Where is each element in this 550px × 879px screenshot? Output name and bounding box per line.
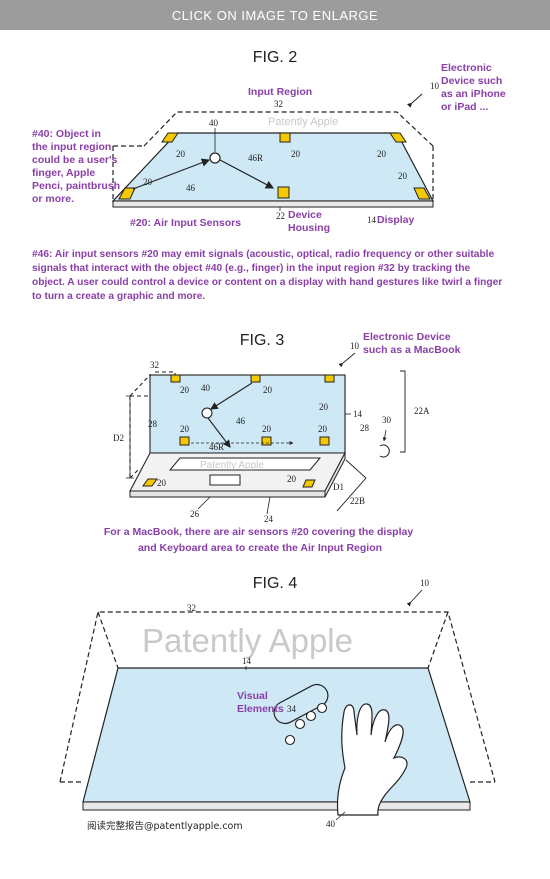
fig2-sensor-bl [118,187,136,200]
fig3-caption: For a MacBook, there are air sensors #20… [104,526,416,554]
fig4: FIG. 4 Patently Apple 10 32 14 34 40 Vis… [59,575,496,832]
fig3-ref-32: 32 [150,360,159,370]
fig3-sensor-3 [324,374,335,383]
fig3-ref-40: 40 [201,383,211,393]
fig3-ref-10: 10 [350,341,360,351]
fig2-housing [112,200,434,208]
fig2-region-top [143,111,434,147]
fig2-display-label: Display [377,214,415,226]
fig3-ref-20e: 20 [262,424,272,434]
fig3-ref-20b: 20 [263,385,273,395]
fig2-ref-20d: 20 [143,177,153,187]
fig2-signal-arrow [132,158,211,190]
fig2-ref-20b: 20 [291,149,301,159]
fig2-reflect-arrow [219,159,275,189]
fig3-ref-20f: 20 [318,424,328,434]
fig3-sensor-6 [319,436,330,446]
fig3-object-40 [201,407,213,419]
fig3-device-label: Electronic Device such as a MacBook [363,331,461,356]
patent-figure[interactable]: FIG. 2 Patently Apple 10 32 40 20 20 20 … [0,30,550,879]
fig2-ref-32: 32 [274,99,283,109]
fig3-ref-20c: 20 [319,402,329,412]
fig2-ref-46: 46 [186,183,196,193]
fig3-reflect-arrow [207,417,231,448]
fig2-sensor-tm [279,132,291,143]
fig4-ref-32: 32 [187,603,196,613]
fig3-sensor-8 [302,479,316,488]
fig4-hand-40 [336,703,408,816]
fig3-ref-22b: 22B [350,496,365,506]
fig2-ref-40: 40 [209,118,219,128]
fig3-ref-20g: 20 [157,478,167,488]
fig4-watermark: Patently Apple [142,622,353,659]
fig2-ref-22: 22 [276,211,285,221]
footer-source: 阅读完整报告@patentlyapple.com [87,820,243,832]
fig3-ref-26: 26 [190,509,200,519]
fig3-sensor-1 [170,374,181,383]
fig3-sensor-5 [261,436,272,446]
fig2-ref-20a: 20 [176,149,186,159]
fig3-signal-arrow [210,382,253,410]
fig3-ref-46: 46 [236,416,246,426]
fig2: FIG. 2 Patently Apple 10 32 40 20 20 20 … [32,49,509,302]
fig3-ref-46r: 46R [209,442,224,452]
enlarge-banner[interactable]: CLICK ON IMAGE TO ENLARGE [0,0,550,30]
fig4-region-outline [59,611,496,783]
fig2-ref-20e: 20 [398,171,408,181]
fig3-ref-30: 30 [382,415,392,425]
fig4-visual-element-1 [284,734,296,746]
fig4-visual-element-2 [294,718,306,730]
fig2-sensor-bm [277,186,290,199]
fig3-sensor-4 [179,436,190,446]
fig4-ref-34: 34 [287,704,297,714]
fig2-ref-10: 10 [430,81,440,91]
fig3-ref-14: 14 [353,409,363,419]
fig2-housing-label: Device Housing [288,209,330,234]
fig2-sensor-br [413,187,431,200]
fig3-title: FIG. 3 [240,332,285,349]
fig3-sensor-2 [250,374,261,383]
fig2-ref-46r: 46R [248,153,263,163]
fig4-display [82,667,471,803]
fig3: FIG. 3 Patently Apple [104,331,461,554]
fig2-display [111,132,434,202]
fig3-ref-20d: 20 [180,424,190,434]
fig3-watermark: Patently Apple [200,460,264,471]
fig2-description: #46: Air input sensors #20 may emit sign… [32,249,505,302]
fig3-ref-24: 24 [264,514,274,524]
fig3-keyboard [168,457,322,471]
fig2-input-region-label: Input Region [248,86,312,98]
fig3-sensor-7 [142,478,158,487]
fig4-visual-elements-label: Visual Elements [237,690,284,715]
fig2-device-label: Electronic Device such as an iPhone or i… [441,62,509,113]
fig2-object-40 [209,152,221,164]
fig3-ref-28a: 28 [148,419,158,429]
fig2-object-label: #40: Object in the input region could be… [32,128,123,205]
fig2-ref-14: 14 [367,215,377,225]
fig3-ref-28b: 28 [360,423,370,433]
fig4-ref-14: 14 [242,656,252,666]
fig4-visual-element-3 [305,710,317,722]
fig3-trackpad [209,474,241,486]
fig3-ref-d1: D1 [333,482,344,492]
fig2-watermark: Patently Apple [268,116,338,128]
fig3-ref-20a: 20 [180,385,190,395]
fig4-housing [82,801,471,811]
fig4-visual-element-slot [273,683,329,725]
fig3-ref-d2: D2 [113,433,124,443]
fig2-sensors-label: #20: Air Input Sensors [130,217,241,229]
fig2-ref-20c: 20 [377,149,387,159]
fig4-ref-10: 10 [420,578,430,588]
fig3-ref-22a: 22A [414,406,430,416]
fig3-ref-20h: 20 [287,474,297,484]
fig4-ref-40: 40 [326,819,336,829]
fig2-sensor-tr [389,132,407,143]
fig2-title: FIG. 2 [253,49,298,66]
fig2-sensor-tl [161,132,179,143]
fig4-title: FIG. 4 [253,575,298,592]
enlarge-label: CLICK ON IMAGE TO ENLARGE [171,7,379,23]
fig4-visual-element-4 [316,702,328,714]
